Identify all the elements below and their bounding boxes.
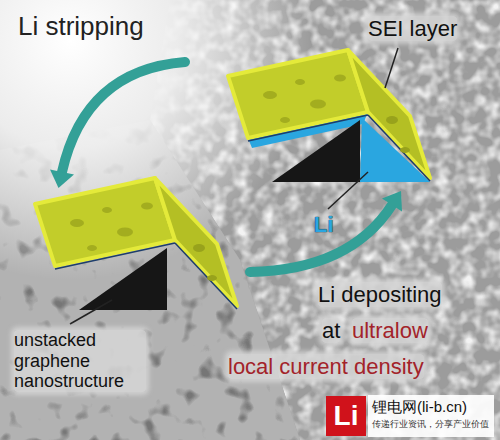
process-label: local current density [228,354,424,379]
watermark: 锂电网(li-b.cn) [372,398,467,415]
process-label: ultralow [352,318,428,343]
watermark-logo: Li [326,396,366,436]
process-title: Li stripping [18,12,144,42]
watermark: 传递行业资讯，分享产业价值 [372,419,489,429]
part-label: Li [314,212,334,237]
part-label: SEI layer [368,16,457,41]
part-label: unstacked graphene nanostructure [14,330,146,392]
process-label: Li depositing [318,282,442,307]
process-label: at [322,318,340,343]
